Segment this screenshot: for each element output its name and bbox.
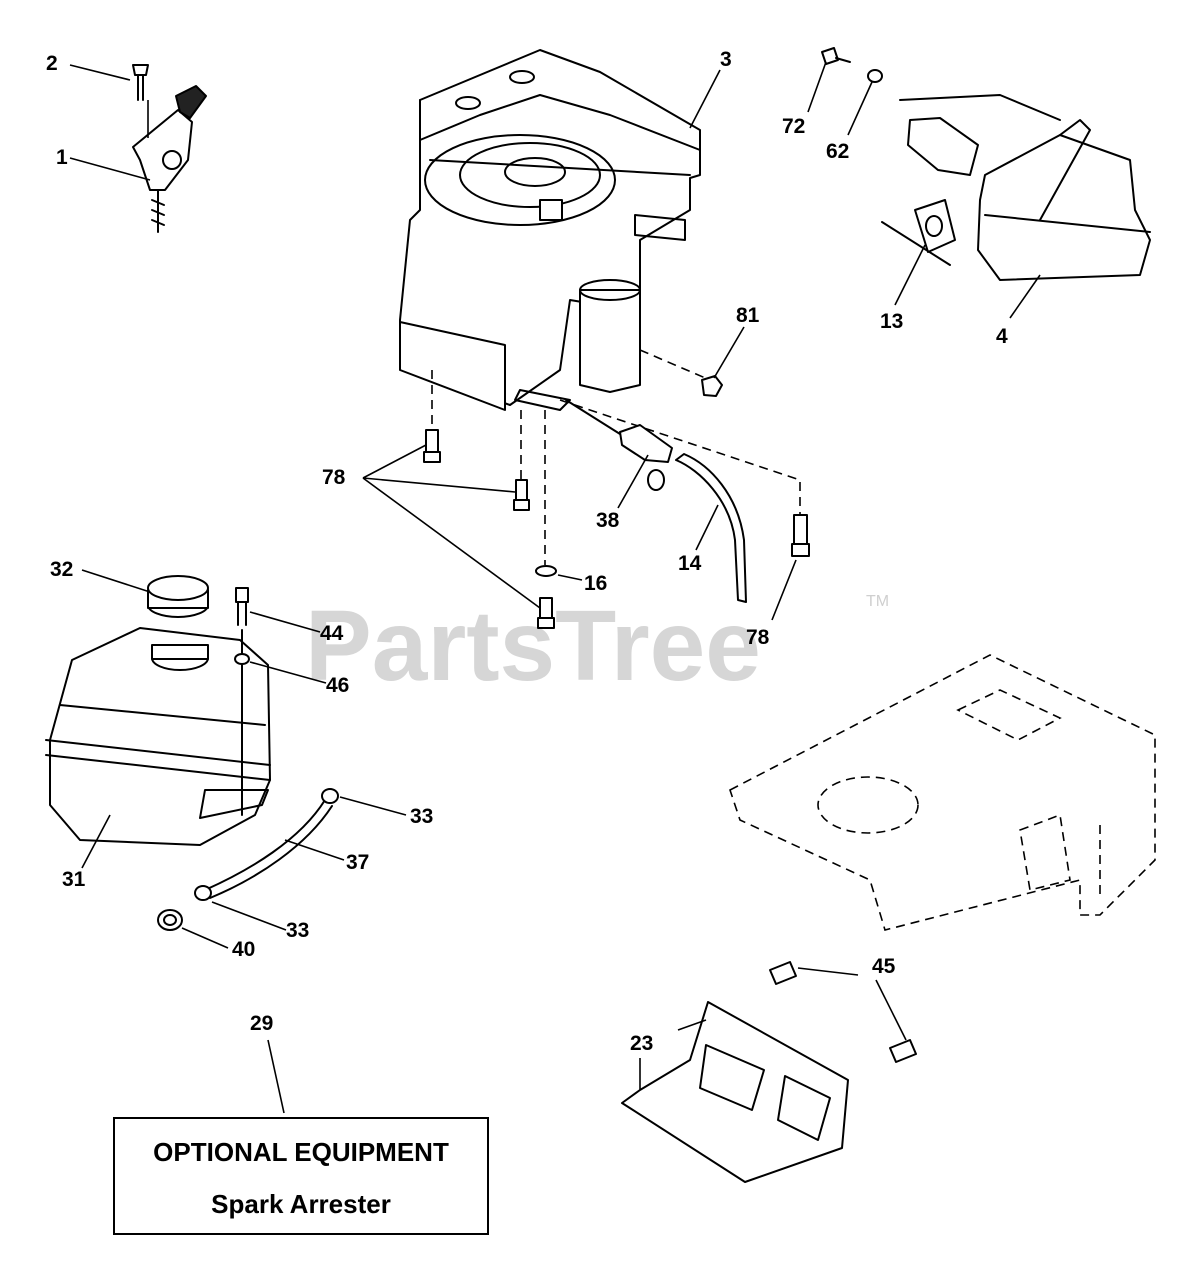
leader-1 bbox=[69, 157, 151, 181]
leader-4 bbox=[1009, 274, 1041, 319]
leader-14 bbox=[695, 504, 719, 551]
callout-3: 3 bbox=[720, 48, 732, 71]
callout-2: 2 bbox=[46, 52, 58, 75]
leader-37 bbox=[284, 839, 345, 861]
throttle-control-part bbox=[132, 64, 207, 233]
leader-78a-1 bbox=[362, 444, 427, 479]
callout-72: 72 bbox=[782, 115, 805, 138]
callout-81: 81 bbox=[736, 304, 760, 327]
callout-13: 13 bbox=[880, 310, 903, 333]
leader-78b bbox=[771, 559, 797, 621]
callout-62: 62 bbox=[826, 140, 849, 163]
callout-45: 45 bbox=[872, 955, 896, 978]
lock-washer-part bbox=[535, 565, 557, 577]
leader-40 bbox=[181, 927, 229, 949]
leader-3 bbox=[689, 69, 721, 129]
callout-38: 38 bbox=[596, 509, 620, 532]
fuel-cap-part bbox=[147, 575, 209, 618]
callout-1: 1 bbox=[56, 146, 68, 169]
fuel-line-part bbox=[194, 788, 339, 901]
fuel-hose-part bbox=[675, 453, 747, 603]
fuel-tank-part bbox=[45, 627, 271, 846]
callout-4: 4 bbox=[996, 325, 1008, 348]
callout-37: 37 bbox=[346, 851, 369, 874]
callout-31: 31 bbox=[62, 868, 86, 891]
shield-screw-part bbox=[769, 961, 917, 1063]
watermark-text: PartsTree bbox=[305, 590, 761, 702]
leader-13 bbox=[894, 244, 926, 306]
leader-78a-2 bbox=[362, 477, 516, 493]
watermark-trademark: TM bbox=[866, 593, 889, 610]
callout-29: 29 bbox=[250, 1012, 273, 1035]
leader-31 bbox=[81, 814, 111, 869]
callout-33a: 33 bbox=[410, 805, 433, 828]
fuel-filter-part bbox=[565, 399, 673, 491]
optional-equipment-item: Spark Arrester bbox=[211, 1189, 391, 1219]
engine-part bbox=[399, 49, 701, 411]
leader-44 bbox=[249, 611, 321, 633]
leader-23b bbox=[677, 1019, 707, 1031]
optional-equipment-title: OPTIONAL EQUIPMENT bbox=[153, 1137, 449, 1167]
callout-44: 44 bbox=[320, 622, 344, 645]
leader-32 bbox=[81, 569, 151, 593]
callout-33b: 33 bbox=[286, 919, 309, 942]
nut-part bbox=[701, 375, 723, 397]
leader-62 bbox=[847, 81, 873, 136]
leader-78a-3 bbox=[362, 477, 541, 609]
callout-78b: 78 bbox=[746, 626, 770, 649]
grommet-part bbox=[157, 909, 183, 931]
leader-33a bbox=[339, 796, 407, 816]
leader-72 bbox=[807, 61, 827, 113]
callout-14: 14 bbox=[678, 552, 702, 575]
tank-screw-part bbox=[234, 587, 250, 816]
leader-33b bbox=[211, 901, 287, 931]
leader-45-1 bbox=[797, 967, 859, 976]
frame-part bbox=[729, 654, 1156, 931]
leader-2 bbox=[69, 64, 131, 81]
callout-16: 16 bbox=[584, 572, 607, 595]
callout-46: 46 bbox=[326, 674, 349, 697]
callout-32: 32 bbox=[50, 558, 73, 581]
leader-45-2 bbox=[875, 979, 907, 1041]
callout-78a: 78 bbox=[322, 466, 346, 489]
leader-29 bbox=[267, 1039, 285, 1114]
callout-23: 23 bbox=[630, 1032, 653, 1055]
leader-38 bbox=[617, 454, 649, 509]
leader-81 bbox=[713, 326, 745, 379]
optional-equipment-box: OPTIONAL EQUIPMENT Spark Arrester bbox=[113, 1117, 489, 1235]
leader-16 bbox=[557, 574, 583, 581]
engine-bolt-part bbox=[423, 429, 810, 629]
muffler-part bbox=[821, 47, 1151, 281]
heat-shield-part bbox=[621, 1001, 849, 1183]
callout-40: 40 bbox=[232, 938, 255, 961]
leader-46 bbox=[249, 661, 327, 684]
